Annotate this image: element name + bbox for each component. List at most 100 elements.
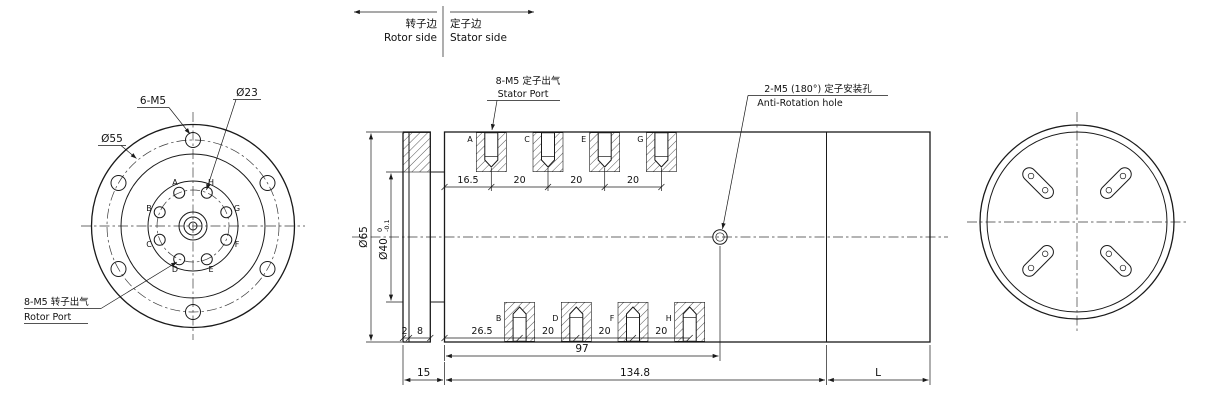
callout-anti-rotation: 2-M5 (180°) 定子安装孔 Anti-Rotation hole <box>721 83 888 230</box>
dim-top-1: 16.5 <box>457 175 478 186</box>
cable-slot <box>1100 167 1132 199</box>
m5-bolt-hole <box>185 304 201 320</box>
rear-view <box>967 112 1187 332</box>
dim-top-2: 20 <box>514 175 526 186</box>
dim-chain-top: 16.5 20 20 20 <box>441 168 665 191</box>
m5-bolt-hole <box>185 132 201 148</box>
rotor-side-label-cn: 转子边 <box>406 17 438 30</box>
m5-bolt-hole <box>259 261 276 277</box>
rotor-port <box>617 301 649 342</box>
cable-slot <box>1022 167 1054 199</box>
rotor-ports-bottom: B D F H <box>496 301 706 342</box>
label-d23: Ø23 <box>236 87 258 99</box>
dim-97: 97 <box>444 246 721 361</box>
port-hole-e <box>200 253 213 266</box>
dim-97-value: 97 <box>575 343 588 355</box>
port-circle-d23 <box>156 189 230 263</box>
dim-flange-8: 8 <box>417 326 423 337</box>
bottom-port-label-b: B <box>496 314 502 323</box>
leader-line <box>206 99 237 191</box>
top-port-label-a: A <box>467 135 473 144</box>
dim-top-3: 20 <box>570 175 582 186</box>
rotor-port <box>560 301 592 342</box>
stator-port <box>646 132 677 172</box>
rear-outer-circle <box>979 124 1175 320</box>
hole-label-a: A <box>172 178 178 187</box>
dim-chain-flange: 2 8 <box>399 326 434 342</box>
hole-label-g: G <box>234 204 240 213</box>
hole-label-b: B <box>146 204 152 213</box>
stator-port <box>532 132 564 172</box>
rotor-port-holes <box>153 186 233 266</box>
section-view: A C E G <box>352 75 948 385</box>
dim-flange-2: 2 <box>401 326 407 337</box>
flange-step-circle <box>120 153 266 299</box>
center-pilot-circle <box>188 221 198 231</box>
m5-bolt-hole <box>110 175 127 191</box>
callout-stator-port: 8-M5 定子出气 Stator Port <box>487 75 561 131</box>
leader-line <box>168 107 191 135</box>
stator-port <box>475 132 507 172</box>
front-outer-circle <box>90 123 296 329</box>
hole-label-h: H <box>208 178 214 187</box>
port-hole-b <box>153 206 166 219</box>
m5-bolt-holes <box>110 132 276 320</box>
port-hole-a <box>173 186 186 199</box>
callout-d23: Ø23 <box>206 87 261 191</box>
body-outline <box>443 131 931 343</box>
port-hole-c <box>153 233 166 246</box>
dim-bottom-4: 20 <box>655 326 667 337</box>
dim-overall: 15 134.8 L <box>402 345 931 385</box>
dim-L-value: L <box>875 367 881 379</box>
leader-line <box>100 261 178 309</box>
m5-bolt-hole <box>259 175 276 191</box>
top-port-label-g: G <box>637 135 643 144</box>
stator-side-label-en: Stator side <box>450 32 507 44</box>
dim-top-4: 20 <box>627 175 639 186</box>
cable-slot <box>1022 245 1054 277</box>
callout-6m5: 6-M5 <box>137 95 191 135</box>
hole-label-e: E <box>208 265 213 274</box>
stator-ports-top: A C E G <box>467 132 677 172</box>
center-boss-circle <box>178 211 208 241</box>
dim-134-8-value: 134.8 <box>620 367 650 379</box>
cable-slot <box>1100 245 1132 277</box>
rotor-port-hole-labels: A B C D E F G H <box>146 178 240 274</box>
anti-rotation-label-en: Anti-Rotation hole <box>757 98 843 109</box>
hole-label-d: D <box>172 265 178 274</box>
rotor-flange <box>402 131 445 343</box>
dim-d40: Ø40 0 -0.1 <box>376 171 403 303</box>
port-hole-g <box>220 206 233 219</box>
hub-circle <box>147 180 239 272</box>
top-port-label-c: C <box>524 135 530 144</box>
bottom-port-label-f: F <box>610 314 615 323</box>
dim-15-value: 15 <box>417 367 430 379</box>
flange-section-hatch <box>402 132 431 173</box>
stator-port-label-cn: 8-M5 定子出气 <box>496 75 561 87</box>
rotor-port-label-en: Rotor Port <box>24 312 72 323</box>
side-indicator: 转子边 Rotor side 定子边 Stator side <box>354 6 534 57</box>
hole-label-c: C <box>146 240 152 249</box>
hole-label-f: F <box>235 240 240 249</box>
dim-d40-tol-lower: -0.1 <box>383 219 391 232</box>
bottom-port-label-d: D <box>552 314 558 323</box>
center-bore-circle <box>183 216 203 236</box>
anti-rotation-hole <box>712 229 728 245</box>
dim-bottom-3: 20 <box>599 326 611 337</box>
stator-port <box>589 132 621 172</box>
flange-outline <box>402 131 431 343</box>
port-hole-d <box>173 253 186 266</box>
rotor-port <box>504 301 535 342</box>
leader-line <box>490 100 498 131</box>
top-port-label-e: E <box>581 135 586 144</box>
dim-chain-bottom: 26.5 20 20 20 <box>441 326 693 342</box>
rotor-side-label-en: Rotor side <box>384 32 437 44</box>
bolt-circle-d55 <box>106 139 280 313</box>
stator-side-label-cn: 定子边 <box>450 17 482 30</box>
dim-d65-value: Ø65 <box>358 226 370 248</box>
dim-d65: Ø65 <box>358 131 402 343</box>
stator-body <box>443 131 931 343</box>
rear-inner-circle <box>986 131 1168 313</box>
stator-port-label-en: Stator Port <box>498 89 549 100</box>
